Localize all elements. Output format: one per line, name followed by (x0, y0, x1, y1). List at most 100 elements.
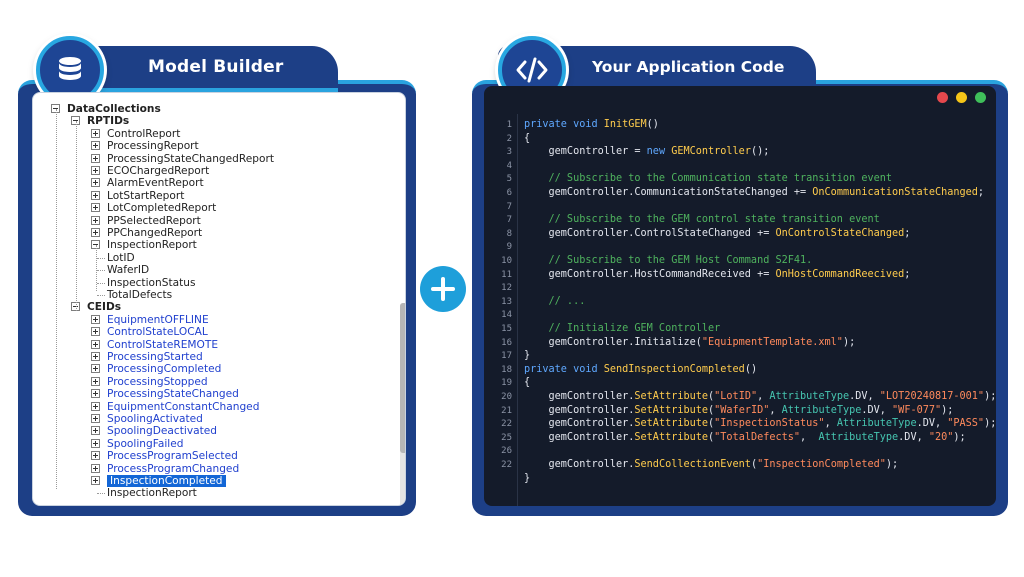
tree-node[interactable]: RPTIDs (33, 115, 393, 127)
tree-node[interactable]: TotalDefects (33, 289, 393, 301)
code-line[interactable]: // Subscribe to the Communication state … (524, 172, 892, 186)
expand-icon[interactable] (91, 228, 100, 237)
expand-icon[interactable] (91, 339, 100, 349)
expand-icon[interactable] (91, 153, 100, 163)
code-line[interactable]: gemController.Initialize("EquipmentTempl… (524, 336, 856, 350)
tree-node[interactable]: ProcessingStopped (33, 376, 393, 388)
code-line[interactable]: gemController.CommunicationStateChanged … (524, 186, 985, 200)
code-line[interactable]: private void InitGEM() (524, 118, 659, 132)
tree-node[interactable]: DataCollections (33, 103, 393, 115)
tree-node[interactable]: SpoolingActivated (33, 413, 393, 425)
code-line[interactable]: gemController.SetAttribute("TotalDefects… (524, 431, 966, 445)
expand-icon[interactable] (91, 314, 100, 324)
collapse-icon[interactable] (71, 116, 80, 126)
line-number: 15 (501, 324, 512, 334)
tree-node[interactable]: SpoolingDeactivated (33, 425, 393, 437)
expand-icon[interactable] (91, 376, 100, 386)
tree-node[interactable]: EquipmentOFFLINE (33, 314, 393, 326)
tree-node[interactable]: ControlStateLOCAL (33, 326, 393, 338)
tree-node[interactable]: AlarmEventReport (33, 177, 393, 189)
code-line[interactable]: { (524, 376, 530, 390)
maximize-dot-icon[interactable] (975, 92, 986, 103)
expand-icon[interactable] (91, 401, 100, 411)
expand-icon[interactable] (91, 463, 100, 473)
expand-icon[interactable] (91, 190, 100, 200)
expand-icon[interactable] (91, 451, 100, 461)
code-line[interactable]: gemController.SendCollectionEvent("Inspe… (524, 458, 899, 472)
expand-icon[interactable] (91, 203, 100, 213)
tree-node[interactable]: ProcessingReport (33, 140, 393, 152)
expand-icon[interactable] (91, 178, 100, 188)
expand-icon[interactable] (91, 327, 100, 337)
code-token: InitGEM (603, 119, 647, 130)
tree-node[interactable]: LotStartReport (33, 190, 393, 202)
code-line[interactable]: { (524, 132, 530, 146)
code-line[interactable]: gemController = new GEMController(); (524, 145, 770, 159)
code-line[interactable]: gemController.SetAttribute("LotID", Attr… (524, 390, 996, 404)
expand-icon[interactable] (91, 166, 100, 175)
tree-node[interactable]: ProcessProgramSelected (33, 450, 393, 462)
expand-icon[interactable] (91, 364, 100, 374)
code-line[interactable]: private void SendInspectionCompleted() (524, 363, 757, 377)
collapse-icon[interactable] (91, 240, 100, 250)
tree-node[interactable]: ControlStateREMOTE (33, 339, 393, 351)
tree-node[interactable]: ProcessingStateChanged (33, 388, 393, 400)
expand-icon[interactable] (91, 215, 100, 225)
code-token: gemController. (524, 459, 635, 470)
tree-node[interactable]: EquipmentConstantChanged (33, 401, 393, 413)
tree-node[interactable]: InspectionCompleted (33, 475, 393, 487)
tree-node[interactable]: SpoolingFailed (33, 438, 393, 450)
tree-connector (97, 295, 105, 296)
code-token: , (824, 418, 837, 430)
tree-node[interactable]: ProcessingCompleted (33, 363, 393, 375)
collapse-icon[interactable] (71, 302, 80, 312)
expand-icon[interactable] (91, 438, 100, 448)
tree-node[interactable]: PPSelectedReport (33, 215, 393, 227)
tree-node[interactable]: WaferID (33, 264, 393, 276)
code-line[interactable]: // Initialize GEM Controller (524, 322, 721, 336)
tree-scrollbar-thumb[interactable] (400, 303, 405, 453)
expand-icon[interactable] (91, 141, 100, 151)
tree-node[interactable]: LotCompletedReport (33, 202, 393, 214)
tree-node[interactable]: ProcessingStarted (33, 351, 393, 363)
expand-icon[interactable] (91, 389, 100, 399)
tree-node-label: InspectionReport (107, 487, 197, 500)
tree-node[interactable]: ControlReport (33, 128, 393, 140)
tree-node[interactable]: CEIDs (33, 301, 393, 313)
tree-node[interactable]: InspectionReport (33, 239, 393, 251)
code-line[interactable]: } (524, 472, 530, 486)
expand-icon[interactable] (91, 426, 100, 436)
tree-scrollbar[interactable] (400, 303, 405, 505)
expand-icon[interactable] (91, 414, 100, 423)
code-token: CommunicationStateChanged += (634, 187, 813, 198)
code-line[interactable]: gemController.SetAttribute("InspectionSt… (524, 417, 996, 431)
code-line[interactable]: gemController.HostCommandReceived += OnH… (524, 268, 911, 282)
expand-icon[interactable] (91, 352, 100, 361)
collapse-icon[interactable] (51, 104, 60, 113)
tree-node[interactable]: ProcessingStateChangedReport (33, 153, 393, 165)
tree-node[interactable]: ProcessProgramChanged (33, 463, 393, 475)
tree-node[interactable]: InspectionStatus (33, 277, 393, 289)
line-number: 7 (506, 215, 512, 226)
code-token: gemController. (524, 268, 635, 280)
code-line[interactable]: gemController.ControlStateChanged += OnC… (524, 227, 911, 241)
minimize-dot-icon[interactable] (956, 92, 967, 103)
code-line[interactable]: gemController.SetAttribute("WaferID", At… (524, 404, 954, 418)
expand-icon[interactable] (91, 128, 100, 138)
code-line[interactable]: // Subscribe to the GEM Host Command S2F… (524, 254, 813, 268)
close-dot-icon[interactable] (937, 92, 948, 103)
code-token: AttributeType (781, 404, 862, 416)
code-line[interactable]: // Subscribe to the GEM control state tr… (524, 213, 880, 227)
line-number: 20 (501, 392, 512, 402)
tree-node[interactable]: ECOChargedReport (33, 165, 393, 177)
tree-node[interactable]: PPChangedReport (33, 227, 393, 239)
code-line[interactable]: // ... (524, 295, 586, 309)
tree-node-label: SpoolingFailed (107, 437, 184, 450)
line-number: 17 (501, 351, 512, 362)
tree-node[interactable]: InspectionReport (33, 487, 393, 499)
expand-icon[interactable] (91, 476, 100, 485)
code-line[interactable]: } (524, 349, 530, 363)
tree-node[interactable]: LotID (33, 252, 393, 264)
